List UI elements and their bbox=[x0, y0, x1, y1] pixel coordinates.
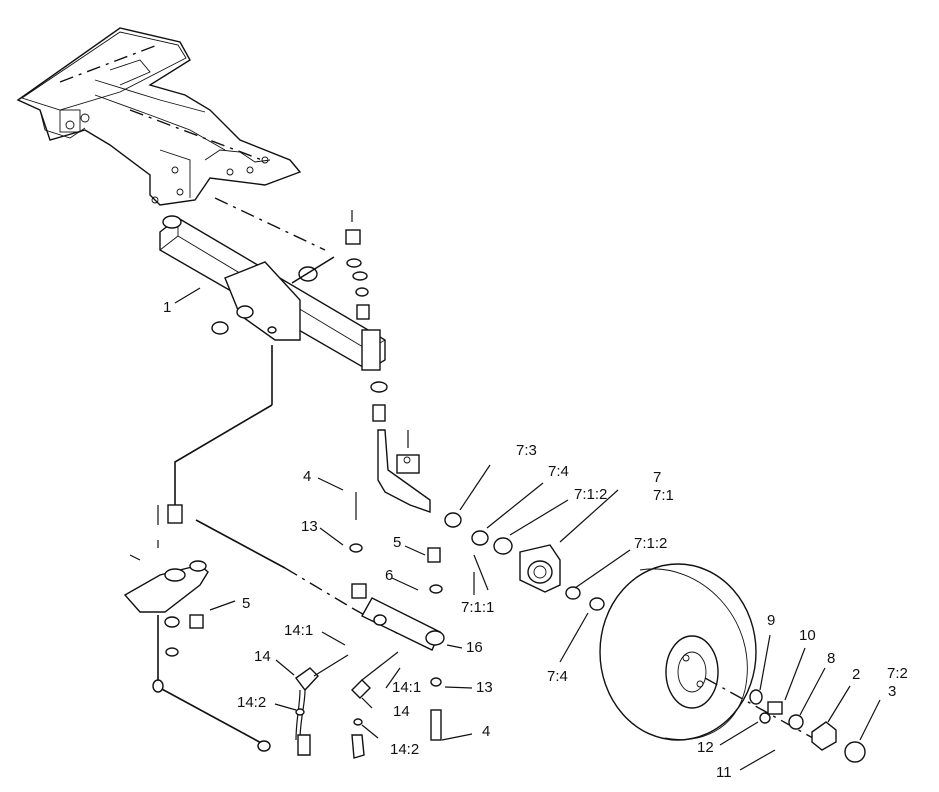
callout-11: 11 bbox=[716, 764, 732, 781]
callout-7-4-bottom: 7:4 bbox=[547, 668, 568, 685]
callout-7: 7 bbox=[653, 469, 662, 486]
callout-13-right: 13 bbox=[476, 679, 493, 696]
callout-7-4-top: 7:4 bbox=[548, 463, 569, 480]
callout-14-left: 14 bbox=[254, 648, 271, 665]
callout-4-top: 4 bbox=[303, 468, 312, 485]
front-tire bbox=[599, 563, 757, 741]
callout-1: 1 bbox=[163, 299, 172, 316]
callout-14-right: 14 bbox=[393, 703, 410, 720]
callout-7-1-2-right: 7:1:2 bbox=[634, 535, 668, 552]
callout-7-1-1: 7:1:1 bbox=[461, 599, 495, 616]
hydraulic-hoses bbox=[295, 651, 442, 759]
callout-4-bottom: 4 bbox=[482, 723, 491, 740]
wheel-hardware bbox=[704, 677, 866, 763]
frame-assembly bbox=[16, 27, 302, 206]
callout-5-left: 5 bbox=[242, 595, 251, 612]
callout-13-left: 13 bbox=[301, 518, 318, 535]
callout-8: 8 bbox=[827, 650, 836, 667]
callout-3: 3 bbox=[888, 683, 897, 700]
callout-7-3: 7:3 bbox=[516, 442, 537, 459]
callout-10: 10 bbox=[799, 627, 816, 644]
callout-7-1-2-top: 7:1:2 bbox=[574, 486, 608, 503]
steering-arm bbox=[123, 504, 271, 752]
callout-14-2-right: 14:2 bbox=[390, 741, 420, 758]
callout-2: 2 bbox=[852, 666, 861, 683]
callout-14-2-left: 14:2 bbox=[237, 694, 267, 711]
hub-assembly bbox=[444, 512, 605, 611]
callout-7-1: 7:1 bbox=[653, 487, 674, 504]
callout-7-2: 7:2 bbox=[887, 665, 908, 682]
kingpin-stack bbox=[345, 210, 431, 513]
callout-5-center: 5 bbox=[393, 534, 402, 551]
callout-9: 9 bbox=[767, 612, 776, 629]
callout-6: 6 bbox=[385, 567, 394, 584]
steering-cylinder bbox=[349, 492, 445, 651]
callout-14-1-left: 14:1 bbox=[284, 622, 314, 639]
callout-12: 12 bbox=[697, 739, 714, 756]
callout-14-1-right: 14:1 bbox=[392, 679, 422, 696]
front-axle bbox=[159, 215, 386, 371]
leader-lines bbox=[174, 287, 881, 771]
callout-16: 16 bbox=[466, 639, 483, 656]
